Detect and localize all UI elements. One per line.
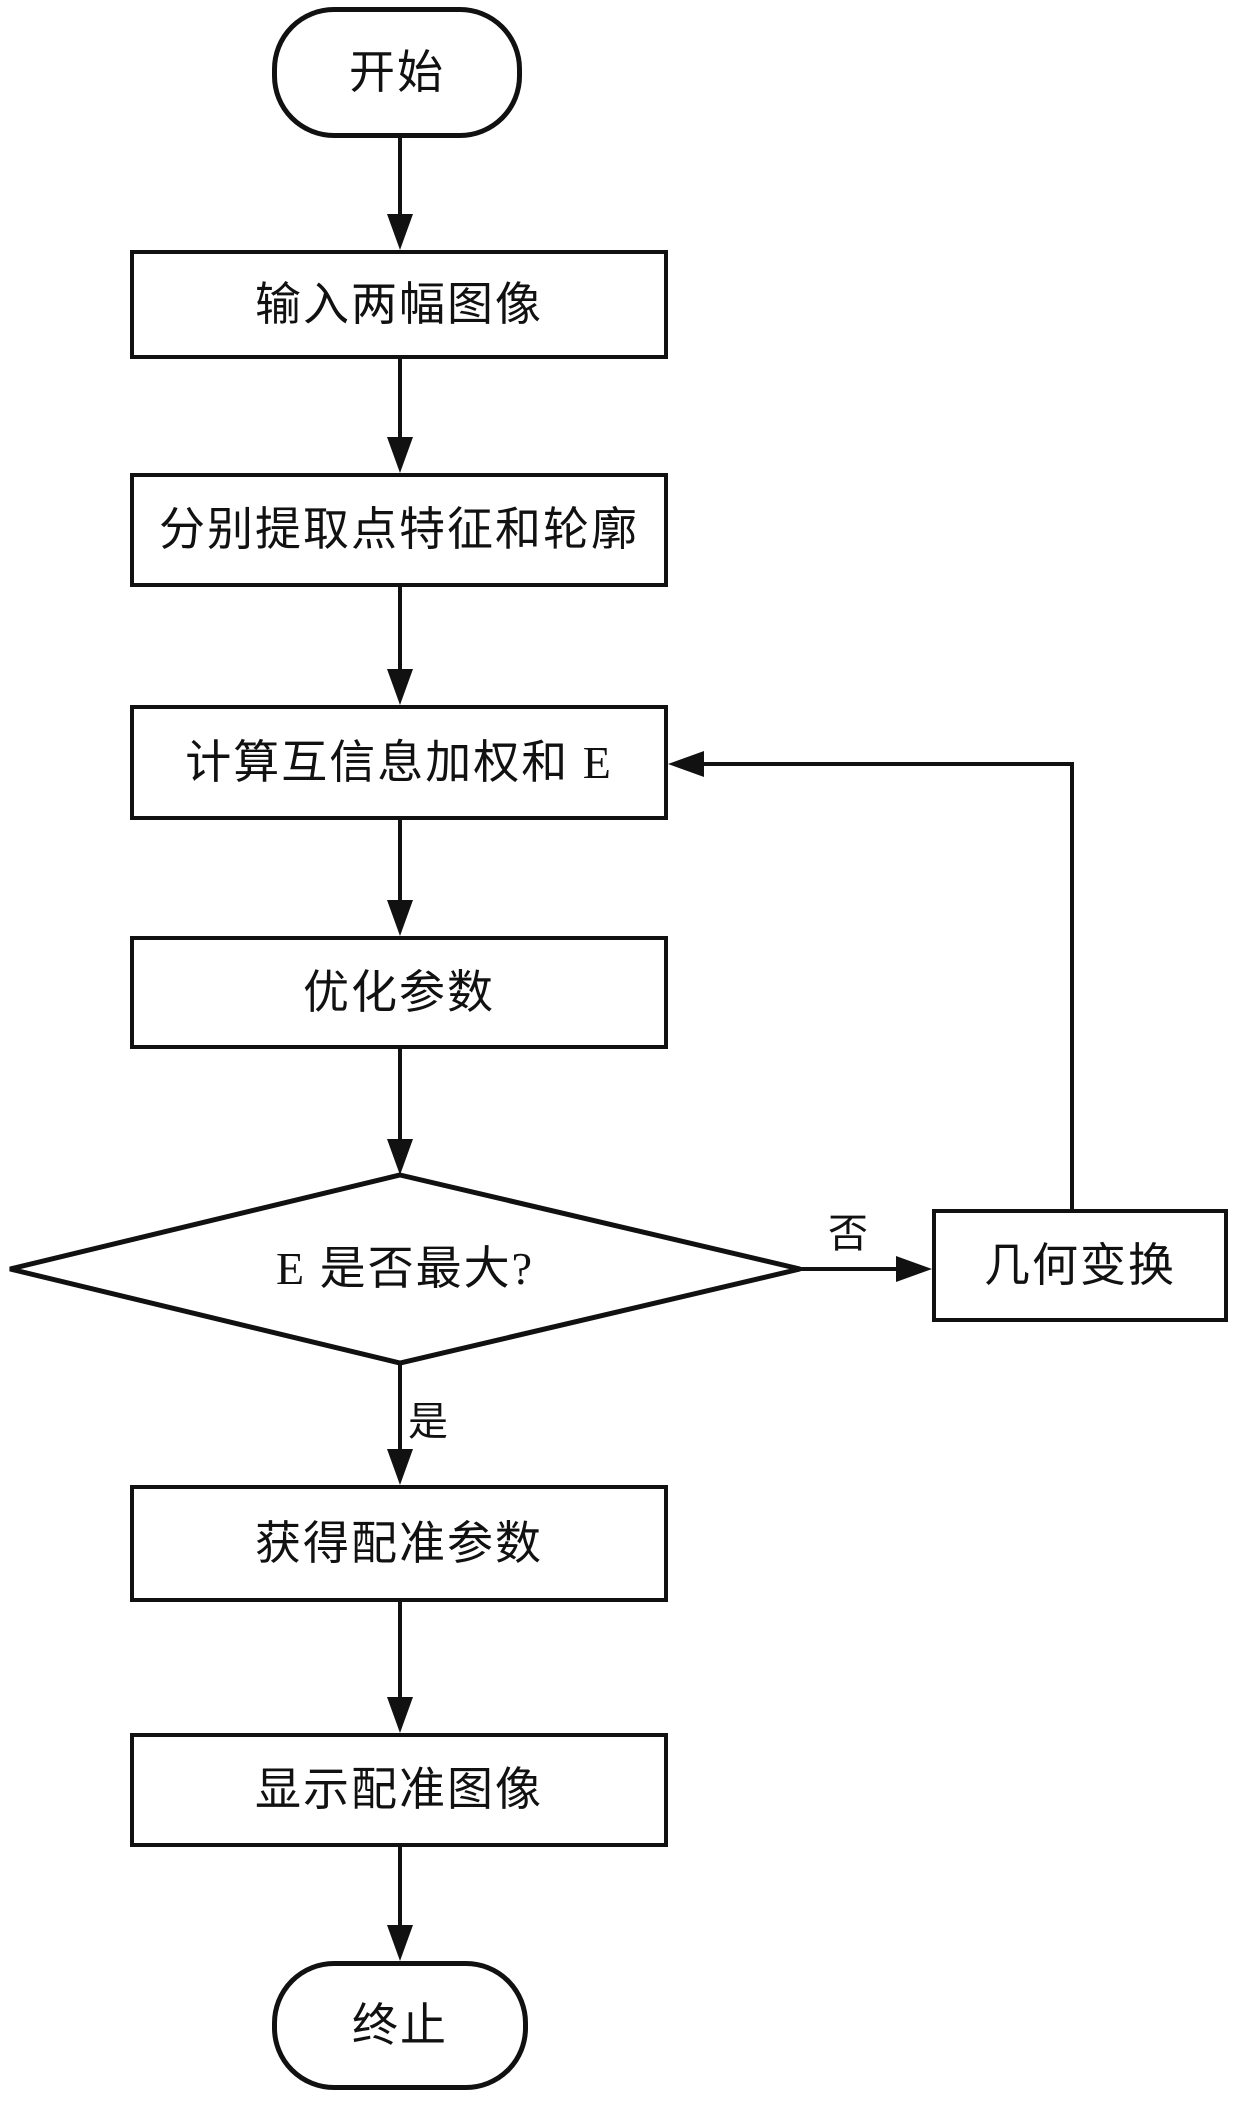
- arrowhead-decision-transform: [896, 1256, 932, 1282]
- edge-label-no: 否: [828, 1211, 868, 1256]
- arrowhead-start-input: [387, 214, 413, 250]
- node-display: 显示配准图像: [130, 1733, 668, 1847]
- node-decision-label: E 是否最大?: [275, 1243, 534, 1294]
- arrowhead-input-extract: [387, 437, 413, 473]
- node-compute-label: 计算互信息加权和 E: [185, 736, 613, 788]
- node-extract-label: 分别提取点特征和轮廓: [159, 504, 639, 555]
- node-compute: 计算互信息加权和 E: [130, 705, 668, 820]
- node-input: 输入两幅图像: [130, 250, 668, 359]
- node-optimize-label: 优化参数: [303, 966, 495, 1018]
- arrowhead-optimize-decision: [387, 1139, 413, 1175]
- node-end: 终止: [272, 1961, 528, 2090]
- node-input-label: 输入两幅图像: [255, 278, 543, 330]
- node-extract: 分别提取点特征和轮廓: [130, 473, 668, 587]
- node-display-label: 显示配准图像: [255, 1764, 543, 1815]
- node-params: 获得配准参数: [130, 1485, 668, 1602]
- arrowhead-params-display: [387, 1697, 413, 1733]
- node-transform-label: 几何变换: [984, 1239, 1176, 1291]
- edge-label-yes: 是: [408, 1399, 448, 1444]
- node-decision: E 是否最大?: [10, 1175, 800, 1363]
- arrowhead-transform-compute: [668, 751, 704, 777]
- edge-transform-compute: [702, 762, 1074, 1209]
- node-end-label: 终止: [352, 1999, 448, 2051]
- node-optimize: 优化参数: [130, 936, 668, 1049]
- node-start-label: 开始: [349, 46, 445, 98]
- arrowhead-compute-optimize: [387, 900, 413, 936]
- arrowhead-display-end: [387, 1925, 413, 1961]
- node-start: 开始: [272, 7, 522, 138]
- arrowhead-decision-params: [387, 1449, 413, 1485]
- node-params-label: 获得配准参数: [255, 1517, 543, 1569]
- node-transform: 几何变换: [932, 1209, 1228, 1322]
- arrowhead-extract-compute: [387, 669, 413, 705]
